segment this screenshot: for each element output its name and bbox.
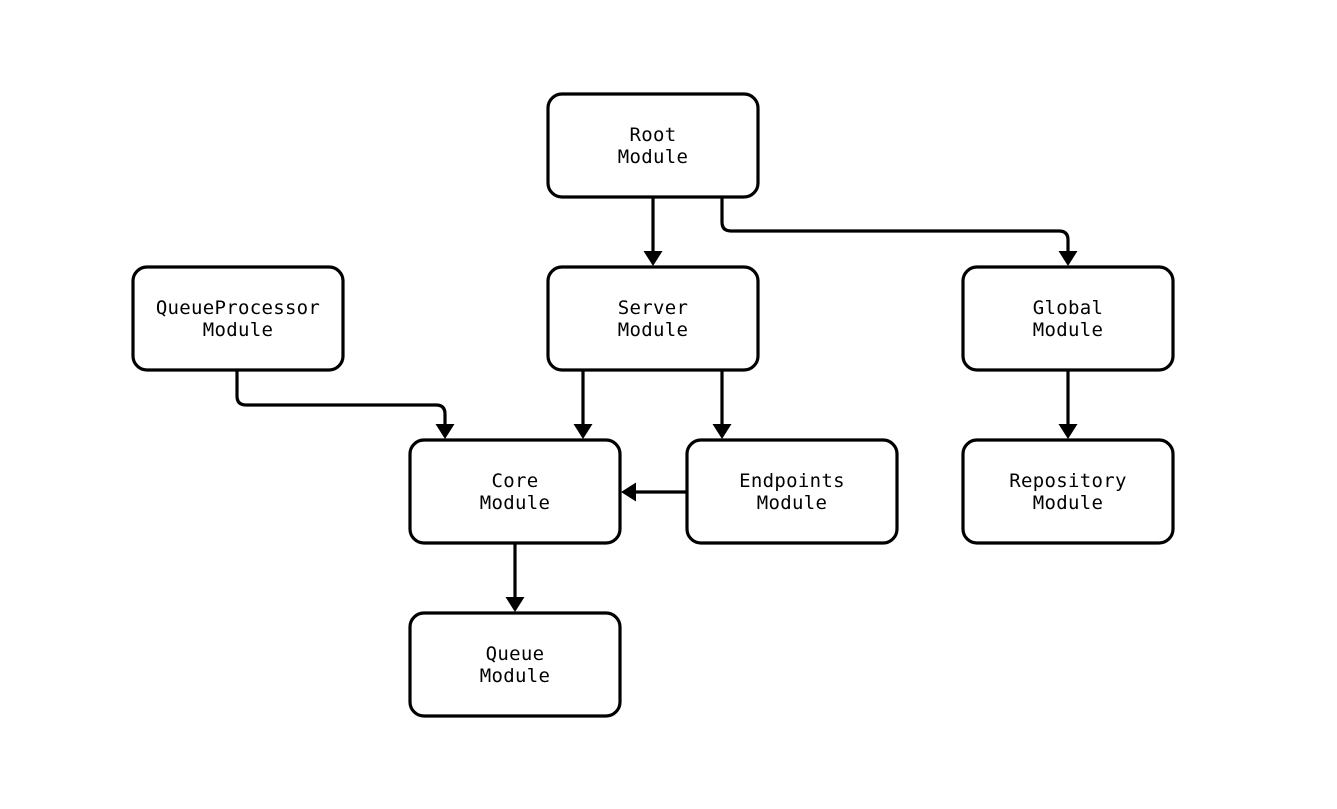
edge-endpoints-to-core [621, 482, 687, 502]
node-box-repository[interactable] [961, 438, 1175, 545]
arrowhead-icon [621, 482, 636, 502]
nodes-layer [131, 92, 1175, 718]
node-box-queue[interactable] [408, 611, 622, 718]
arrowhead-icon [573, 424, 593, 439]
edge-line [235, 370, 447, 425]
arrowhead-icon [712, 424, 732, 439]
edge-server-to-core [573, 370, 593, 439]
edge-line [720, 197, 1070, 252]
node-box-root[interactable] [546, 92, 760, 199]
arrowhead-icon [1058, 251, 1078, 266]
node-box-endpoints[interactable] [685, 438, 899, 545]
arrowhead-icon [643, 251, 663, 266]
edge-global-to-repository [1058, 370, 1078, 439]
node-box-server[interactable] [546, 265, 760, 372]
node-box-queueprocessor[interactable] [131, 265, 345, 372]
arrowhead-icon [1058, 424, 1078, 439]
edge-root-to-server [643, 197, 663, 266]
edge-queueprocessor-to-core [235, 370, 455, 439]
node-box-core[interactable] [408, 438, 622, 545]
edge-root-to-global [720, 197, 1078, 266]
node-box-global[interactable] [961, 265, 1175, 372]
arrowhead-icon [435, 424, 455, 439]
edges-layer [235, 197, 1078, 612]
arrowhead-icon [505, 597, 525, 612]
edge-server-to-endpoints [712, 370, 732, 439]
edge-core-to-queue [505, 543, 525, 612]
